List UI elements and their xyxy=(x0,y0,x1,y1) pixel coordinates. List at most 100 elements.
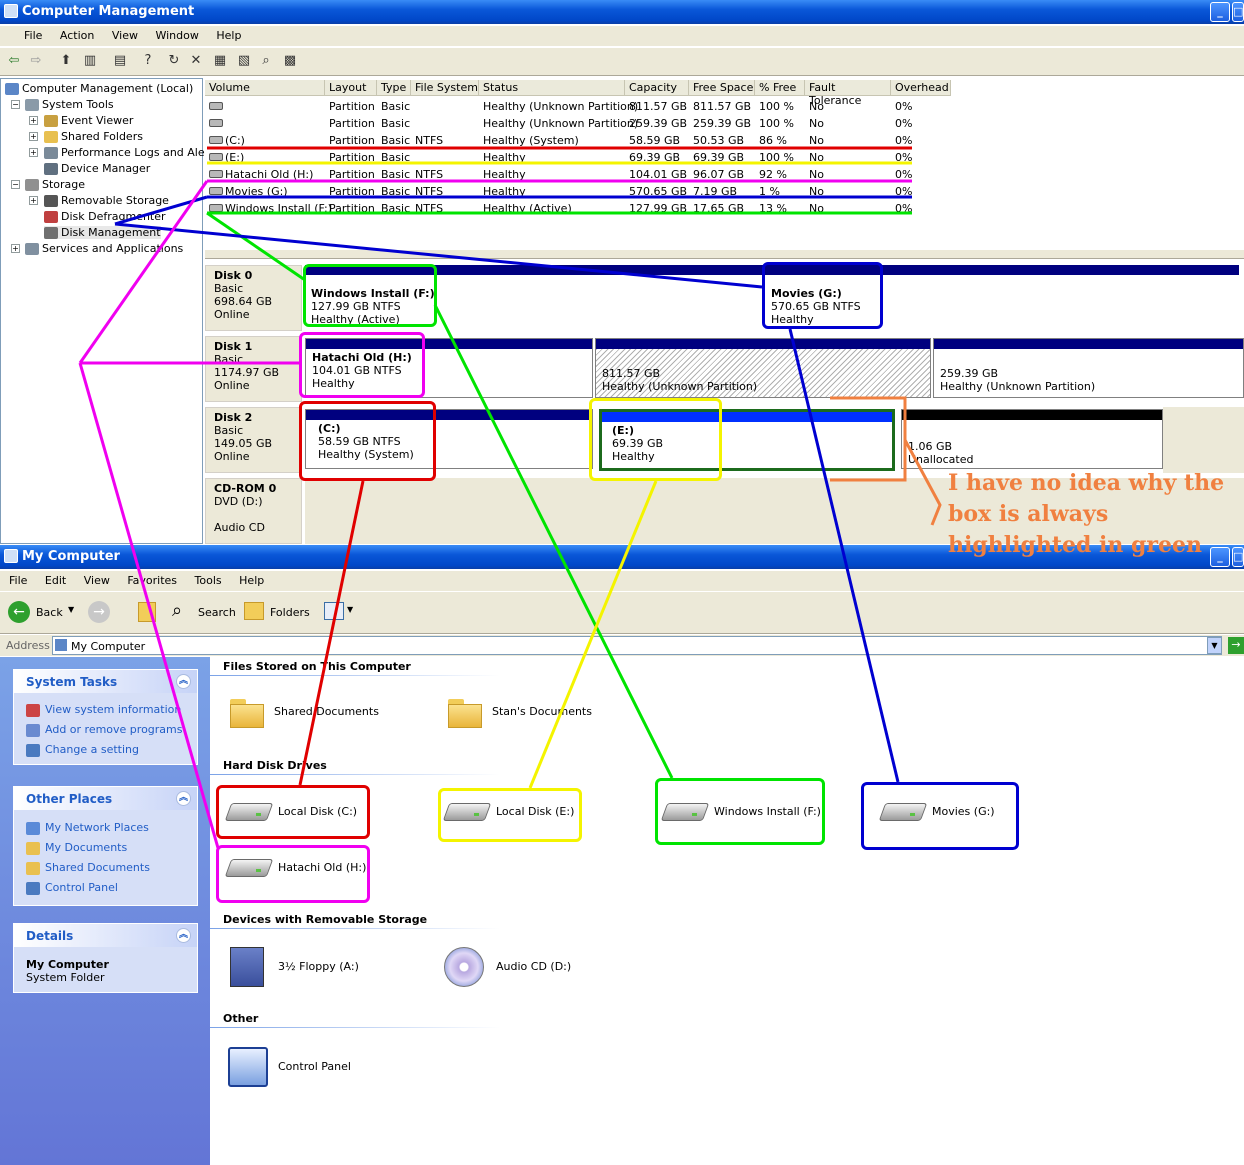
mc-maximize-button[interactable]: □ xyxy=(1232,547,1244,567)
place-control-panel[interactable]: Control Panel xyxy=(26,881,118,895)
folders-button[interactable]: Folders xyxy=(270,606,310,619)
col-overhead[interactable]: Overhead xyxy=(891,80,951,96)
menu-help[interactable]: Help xyxy=(216,29,242,42)
task-view-system-info[interactable]: View system information xyxy=(26,703,181,717)
task-add-remove-programs[interactable]: Add or remove programs xyxy=(26,723,183,737)
drive-e[interactable]: Local Disk (E:) xyxy=(442,799,574,825)
expand-services[interactable]: + xyxy=(11,244,20,253)
col-status[interactable]: Status xyxy=(479,80,625,96)
back-dropdown-icon[interactable]: ▼ xyxy=(68,605,75,614)
show-tree-icon[interactable]: ▥ xyxy=(83,53,97,68)
col-capacity[interactable]: Capacity xyxy=(625,80,689,96)
collapse-storage[interactable]: − xyxy=(11,180,20,189)
tree-computer-management[interactable]: Computer Management (Local) xyxy=(5,82,193,95)
col-free-space[interactable]: Free Space xyxy=(689,80,755,96)
back-arrow-icon[interactable]: ⇦ xyxy=(8,53,20,68)
go-icon[interactable]: → xyxy=(1228,637,1244,654)
forward-icon[interactable]: → xyxy=(88,601,110,623)
menu-action[interactable]: Action xyxy=(59,29,95,42)
drive-d-audio-cd[interactable]: Audio CD (D:) xyxy=(444,947,571,987)
col-file-system[interactable]: File System xyxy=(411,80,479,96)
menu-view[interactable]: View xyxy=(111,29,138,42)
item-shared-documents[interactable]: Shared Documents xyxy=(228,695,379,729)
mc-menu-tools[interactable]: Tools xyxy=(194,574,222,587)
magnify-icon[interactable]: ⌕ xyxy=(262,53,270,68)
address-input[interactable]: My Computer xyxy=(52,636,1222,655)
expand-event-viewer[interactable]: + xyxy=(29,116,38,125)
tree-event-viewer[interactable]: Event Viewer xyxy=(44,114,133,127)
delete-icon[interactable]: ✕ xyxy=(190,53,202,68)
back-button[interactable]: Back xyxy=(36,606,63,619)
col-layout[interactable]: Layout xyxy=(325,80,377,96)
menu-file[interactable]: File xyxy=(24,29,43,42)
collapse-chevron-icon[interactable]: ︽ xyxy=(176,928,191,943)
drive-a-floppy[interactable]: 3½ Floppy (A:) xyxy=(228,947,359,987)
place-my-documents[interactable]: My Documents xyxy=(26,841,127,855)
minimize-button[interactable]: _ xyxy=(1210,2,1230,22)
expand-shared-folders[interactable]: + xyxy=(29,132,38,141)
search-button[interactable]: Search xyxy=(198,606,236,619)
settings-icon[interactable]: ▩ xyxy=(283,53,297,68)
open-folder-icon[interactable]: ▧ xyxy=(237,53,251,68)
mc-menu-file[interactable]: File xyxy=(9,574,28,587)
folders-icon[interactable] xyxy=(244,602,264,620)
doc-icon[interactable]: ▦ xyxy=(213,53,227,68)
tree-device-manager[interactable]: Device Manager xyxy=(44,162,150,175)
address-dropdown-icon[interactable]: ▼ xyxy=(1207,637,1222,654)
col-fault-tolerance[interactable]: Fault Tolerance xyxy=(805,80,891,107)
expand-performance-logs[interactable]: + xyxy=(29,148,38,157)
drive-f[interactable]: Windows Install (F:) xyxy=(660,799,821,825)
item-control-panel[interactable]: Control Panel xyxy=(228,1047,351,1087)
up-folder-icon[interactable]: ⬆ xyxy=(60,53,72,68)
tree-shared-folders[interactable]: Shared Folders xyxy=(44,130,143,143)
properties-icon[interactable]: ▤ xyxy=(113,53,127,68)
mc-menu-edit[interactable]: Edit xyxy=(44,574,67,587)
col-percent-free[interactable]: % Free xyxy=(755,80,805,96)
forward-arrow-icon[interactable]: ⇨ xyxy=(30,53,42,68)
search-icon[interactable]: ⌕ xyxy=(172,600,183,621)
tree-services-applications[interactable]: Services and Applications xyxy=(25,242,183,255)
drive-g[interactable]: Movies (G:) xyxy=(878,799,995,825)
collapse-chevron-icon[interactable]: ︽ xyxy=(176,674,191,689)
item-stans-documents[interactable]: Stan's Documents xyxy=(446,695,592,729)
collapse-system-tools[interactable]: − xyxy=(11,100,20,109)
drive-h[interactable]: Hatachi Old (H:) xyxy=(224,855,366,881)
tree-disk-management[interactable]: Disk Management xyxy=(44,226,161,239)
refresh-icon[interactable]: ↻ xyxy=(168,53,180,68)
collapse-chevron-icon[interactable]: ︽ xyxy=(176,791,191,806)
menu-window[interactable]: Window xyxy=(155,29,199,42)
tree-removable-storage[interactable]: Removable Storage xyxy=(44,194,169,207)
splitter[interactable] xyxy=(205,250,1244,258)
tree-system-tools[interactable]: System Tools xyxy=(25,98,114,111)
help-icon[interactable]: ? xyxy=(144,53,152,68)
mc-menu-help[interactable]: Help xyxy=(239,574,265,587)
mc-minimize-button[interactable]: _ xyxy=(1210,547,1230,567)
tree-storage[interactable]: Storage xyxy=(25,178,85,191)
place-network[interactable]: My Network Places xyxy=(26,821,149,835)
expand-removable-storage[interactable]: + xyxy=(29,196,38,205)
mc-menu-view[interactable]: View xyxy=(83,574,110,587)
tree-performance-logs[interactable]: Performance Logs and Alerts xyxy=(44,146,219,159)
col-volume[interactable]: Volume xyxy=(205,80,325,96)
task-change-setting[interactable]: Change a setting xyxy=(26,743,139,757)
place-shared-documents[interactable]: Shared Documents xyxy=(26,861,150,875)
tree-disk-defragmenter[interactable]: Disk Defragmenter xyxy=(44,210,166,223)
drive-c[interactable]: Local Disk (C:) xyxy=(224,799,357,825)
back-icon[interactable]: ← xyxy=(8,601,30,623)
col-type[interactable]: Type xyxy=(377,80,411,96)
views-dropdown-icon[interactable]: ▼ xyxy=(347,605,354,614)
